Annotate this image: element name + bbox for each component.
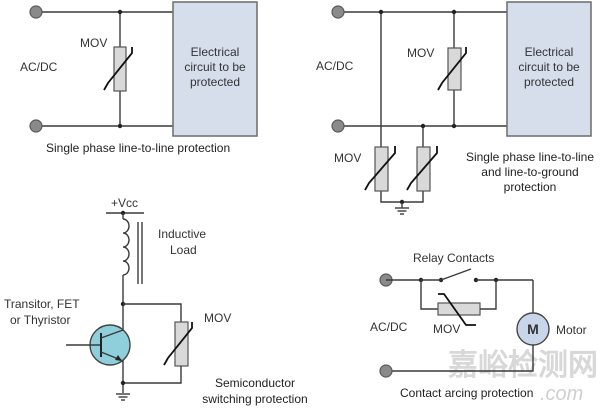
motor-bottom-wire (386, 345, 534, 372)
mov-varistor (174, 321, 189, 367)
switch-line-1: Transitor, FET (4, 297, 80, 311)
motor-label: Motor (556, 323, 587, 337)
varistor-slash-icon (163, 322, 193, 366)
terminal-bottom (379, 364, 393, 378)
relay-label: Relay Contacts (413, 251, 494, 265)
switch-line-2: or Thyristor (10, 313, 70, 327)
varistor-slash-icon (406, 146, 438, 191)
varistor-slash-icon (437, 47, 467, 91)
motor-symbol: M (527, 321, 539, 337)
caption-line-3: protection (504, 180, 557, 194)
junction-dot (451, 123, 457, 129)
panel-line-to-line: MOV AC/DC Electrical circuit to be prote… (20, 1, 258, 155)
mov-varistor (437, 302, 481, 316)
junction-dot (117, 123, 123, 129)
varistor-slash-icon (364, 146, 396, 191)
junction-dot (420, 123, 426, 129)
panel-line-to-ground: MOV MOV AC/DC Electrical circuit to be p… (316, 1, 594, 215)
watermark-suffix: .com (540, 383, 583, 405)
mov-label: MOV (80, 36, 107, 50)
box-line-3: protected (524, 75, 574, 89)
varistor-slash-icon (438, 293, 476, 326)
caption: Single phase line-to-line protection (46, 141, 230, 155)
source-label: AC/DC (316, 59, 354, 73)
protected-circuit-box (172, 1, 258, 137)
mov-label: MOV (433, 322, 460, 336)
box-line-2: circuit to be (184, 60, 246, 74)
terminal-top (331, 5, 345, 19)
panel-contact-arcing: M Relay Contacts AC/DC MOV Motor Contact… (370, 251, 587, 400)
mov-varistor (447, 47, 462, 91)
junction-dot (378, 9, 384, 15)
transistor-icon (66, 324, 131, 366)
caption-line-1: Semiconductor (215, 376, 295, 390)
caption: Contact arcing protection (400, 386, 533, 400)
source-label: AC/DC (20, 60, 58, 74)
mov-right-wire (480, 280, 497, 310)
vcc-label: +Vcc (111, 196, 138, 210)
panel-semiconductor-switching: +Vcc Inductive Load Transitor, FET or Th… (4, 196, 308, 406)
caption-line-2: switching protection (202, 392, 307, 406)
box-line-2: circuit to be (518, 60, 580, 74)
mov-top-wire (123, 303, 182, 322)
mov-label: MOV (204, 311, 231, 325)
protected-circuit-box (506, 1, 592, 137)
mov-label-top: MOV (407, 46, 434, 60)
junction-dot (117, 9, 123, 15)
caption-line-1: Single phase line-to-line (466, 150, 594, 164)
junction-dot (451, 9, 457, 15)
terminal-bottom (331, 119, 345, 133)
mov-label-bottom: MOV (334, 151, 361, 165)
source-label: AC/DC (370, 320, 408, 334)
ground-icon (116, 393, 130, 401)
mov-left-wire (420, 280, 438, 310)
load-line-1: Inductive (158, 227, 206, 241)
caption-line-2: and line-to-ground (481, 165, 578, 179)
relay-switch-icon (440, 268, 472, 281)
varistor-slash-icon (103, 47, 133, 91)
watermark-text: 嘉峪检测网 (448, 348, 598, 382)
inductor-coil-icon (122, 218, 130, 276)
box-line-1: Electrical (525, 45, 574, 59)
ground-icon (395, 202, 409, 215)
box-line-3: protected (190, 75, 240, 89)
mov-bottom-wire (123, 366, 182, 384)
box-line-1: Electrical (191, 45, 240, 59)
load-line-2: Load (170, 243, 197, 257)
terminal-bottom (29, 119, 43, 133)
terminal-top (29, 5, 43, 19)
junction-dot (120, 380, 126, 386)
